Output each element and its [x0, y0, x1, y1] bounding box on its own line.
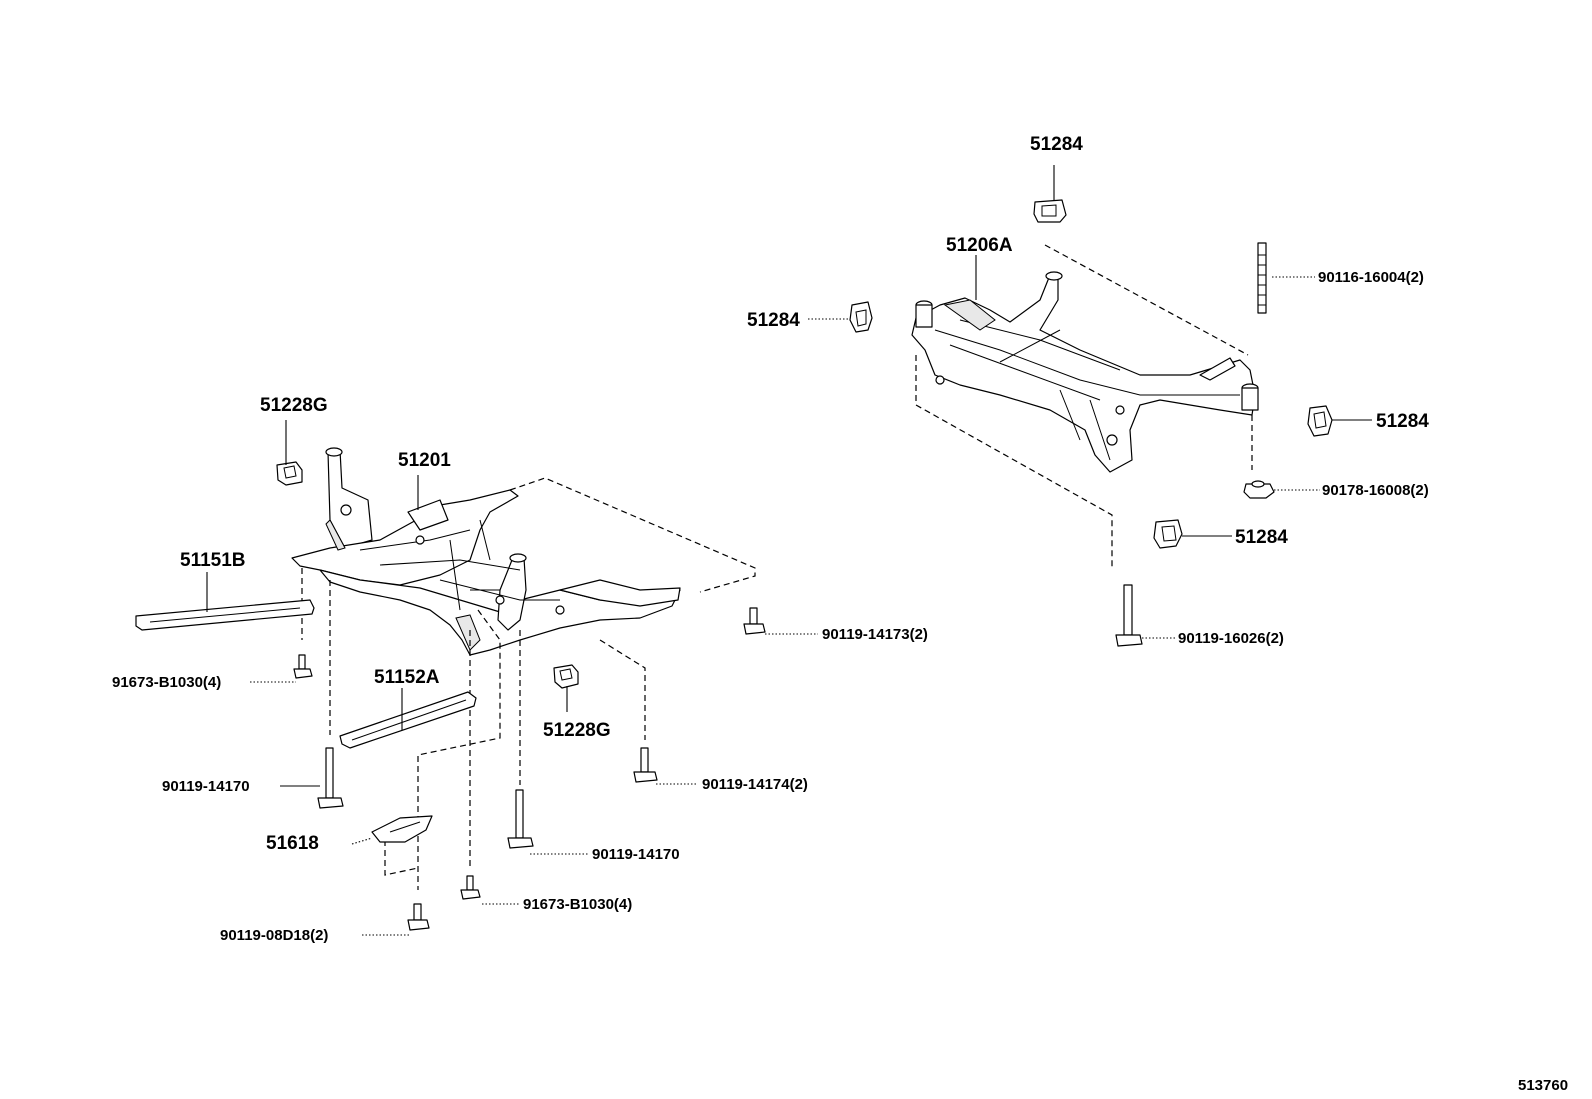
rear-stopper-left-part: [849, 301, 873, 333]
label-51618: 51618: [266, 833, 319, 854]
front-crossmember-drawing: [291, 447, 681, 656]
stopper-51228g-left-part: [276, 461, 303, 486]
label-51284-top: 51284: [1030, 134, 1083, 155]
label-51284-right: 51284: [1376, 411, 1429, 432]
bolt-14170-left-part: [317, 747, 344, 809]
rear-stopper-bottom-part: [1153, 519, 1183, 549]
brace-51152a-part: [339, 691, 477, 749]
label-51201: 51201: [398, 450, 451, 471]
stopper-51228g-center-part: [553, 664, 579, 689]
label-51152a: 51152A: [374, 667, 440, 688]
plate-51618-part: [371, 815, 433, 843]
label-51284-bottom: 51284: [1235, 527, 1288, 548]
label-91673-bottom: 91673-B1030(4): [523, 896, 632, 913]
label-51206a: 51206A: [946, 235, 1013, 256]
label-14174: 90119-14174(2): [702, 776, 808, 793]
label-16004: 90116-16004(2): [1318, 269, 1424, 286]
label-91673-left: 91673-B1030(4): [112, 674, 221, 691]
label-14170-left: 90119-14170: [162, 778, 250, 795]
label-14170-center: 90119-14170: [592, 846, 680, 863]
label-51284-left: 51284: [747, 310, 800, 331]
label-51228g-left: 51228G: [260, 395, 328, 416]
stud-16004-part: [1257, 242, 1267, 314]
rear-stopper-right-part: [1307, 405, 1333, 437]
bolt-16026-part: [1115, 584, 1143, 647]
bolt-14173-part: [743, 607, 766, 635]
rear-stopper-top-part: [1033, 199, 1067, 223]
label-08d18: 90119-08D18(2): [220, 927, 328, 944]
bolt-14174-part: [633, 747, 658, 783]
label-51228g-center: 51228G: [543, 720, 611, 741]
rear-crossmember-drawing: [911, 271, 1259, 473]
label-16008: 90178-16008(2): [1322, 482, 1429, 499]
bolt-91673-bottom-part: [460, 875, 481, 900]
bolt-14170-center-part: [507, 789, 534, 849]
label-16026: 90119-16026(2): [1178, 630, 1284, 647]
diagram-id: 513760: [1518, 1077, 1568, 1094]
nut-16008-part: [1243, 480, 1275, 499]
label-51151b: 51151B: [180, 550, 246, 571]
bolt-91673-left-part: [293, 654, 313, 679]
label-14173: 90119-14173(2): [822, 626, 928, 643]
bolt-08d18-part: [407, 903, 430, 931]
brace-51151b-part: [135, 599, 315, 631]
